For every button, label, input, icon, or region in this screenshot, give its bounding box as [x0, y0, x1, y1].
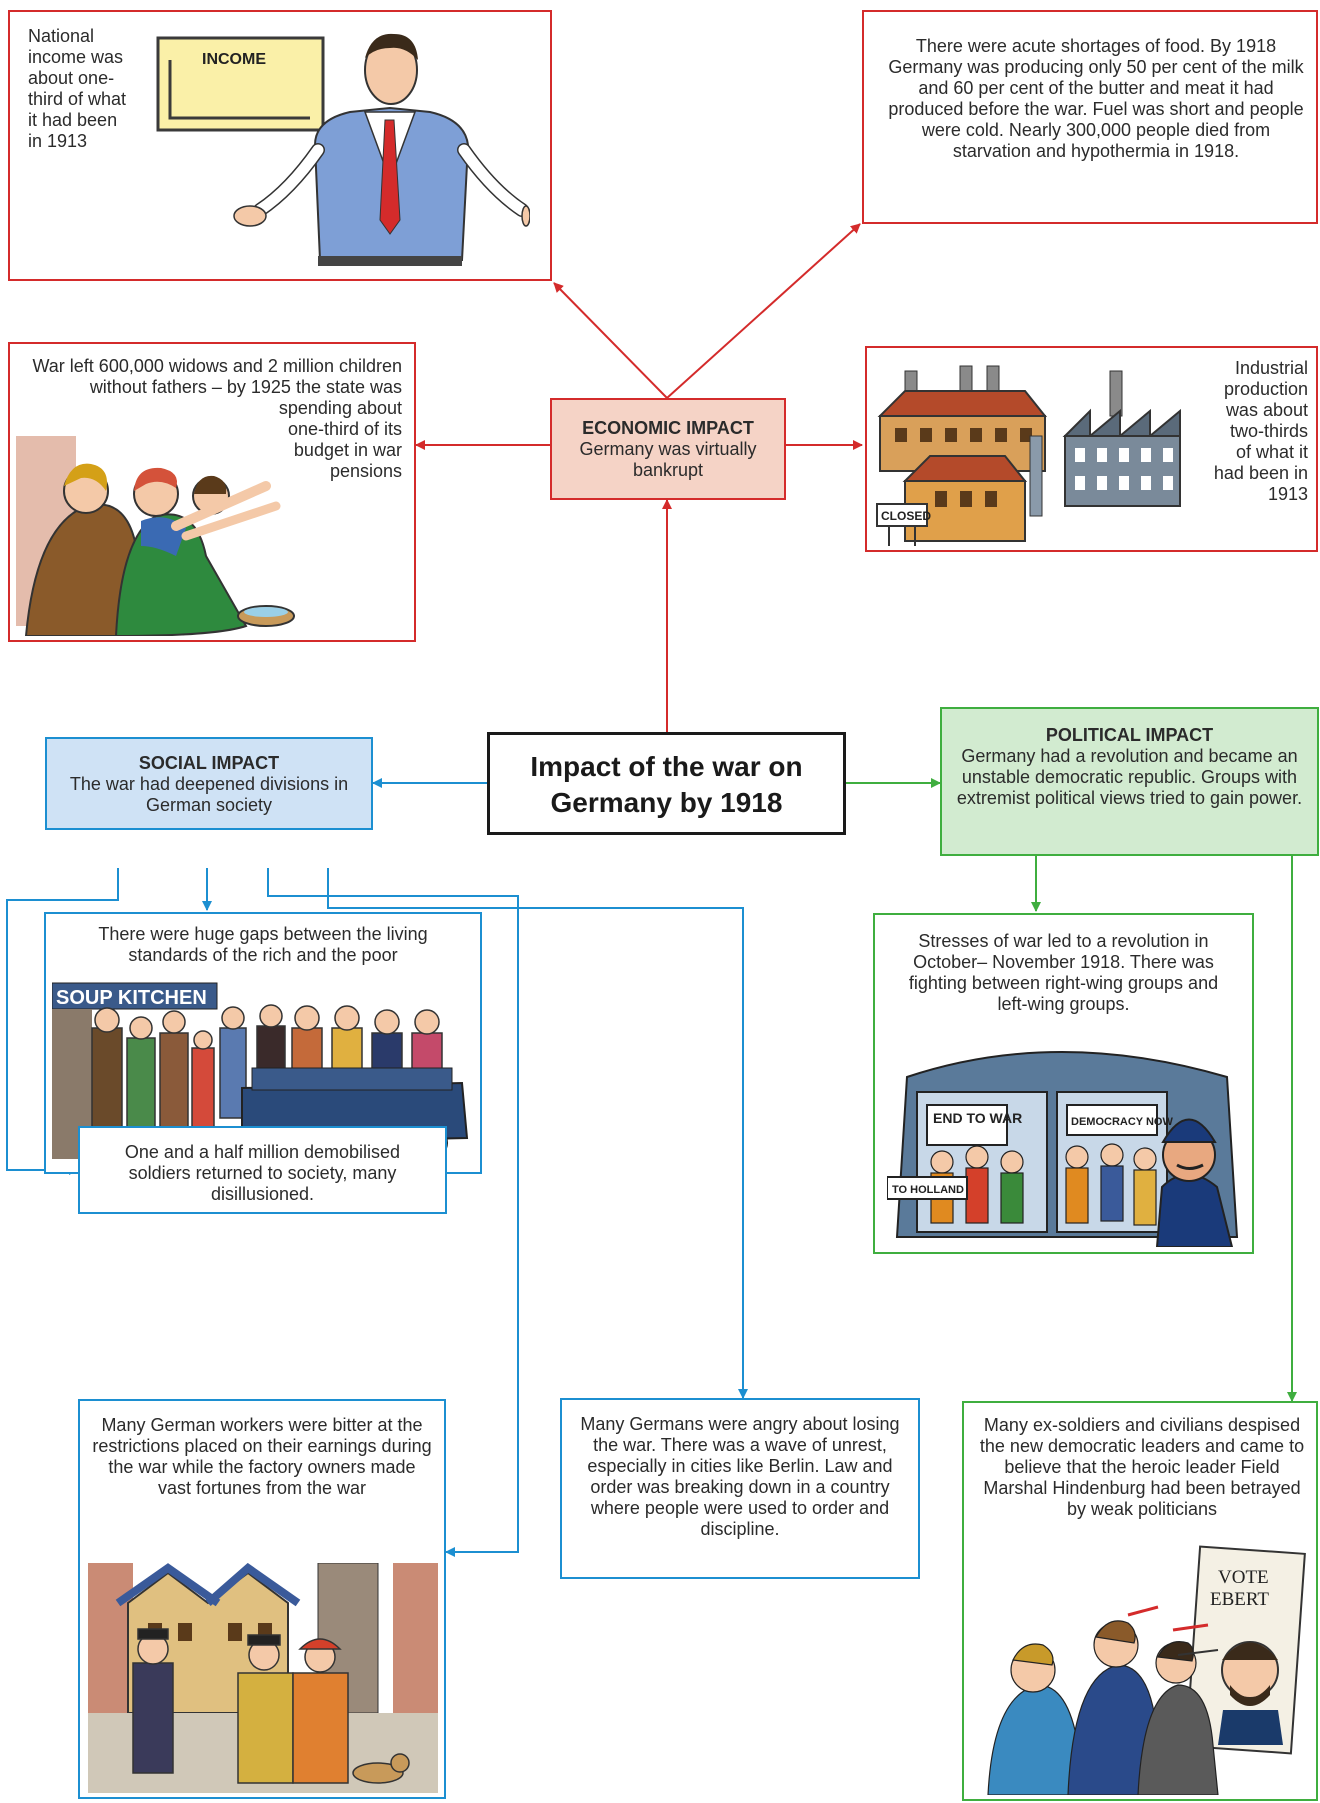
industry-box: Industrial production was about two-thir… [865, 346, 1318, 552]
revolution-box: Stresses of war led to a revolution in O… [873, 913, 1254, 1254]
widows-box: War left 600,000 widows and 2 million ch… [8, 342, 416, 642]
social-impact-header: SOCIAL IMPACT [138, 753, 280, 773]
food-shortage-text: There were acute shortages of food. By 1… [888, 36, 1304, 161]
arrow-economic-to-income [553, 282, 668, 399]
democracy-now-sign-text: DEMOCRACY NOW [1071, 1116, 1173, 1128]
vote-sign-text: VOTE [1218, 1567, 1269, 1588]
closed-sign-text: CLOSED [881, 509, 931, 523]
economic-impact-box: ECONOMIC IMPACT Germany was virtually ba… [550, 398, 786, 500]
betrayed-text: Many ex-soldiers and civilians despised … [979, 1415, 1305, 1519]
income-sign-text: INCOME [202, 51, 266, 68]
food-shortage-box: There were acute shortages of food. By 1… [862, 10, 1318, 224]
social-impact-box: SOCIAL IMPACT The war had deepened divis… [45, 737, 373, 830]
factories-illustration: CLOSED [876, 365, 1181, 546]
living-standards-text: There were huge gaps between the living … [98, 924, 428, 965]
soup-kitchen-sign-text: SOUP KITCHEN [56, 987, 207, 1009]
revolution-text: Stresses of war led to a revolution in O… [908, 931, 1219, 1014]
demobilised-soldiers-box: One and a half million demobilised soldi… [78, 1126, 447, 1214]
factory-owners-illustration [88, 1563, 438, 1793]
widows-text-top: War left 600,000 widows and 2 million ch… [32, 356, 402, 418]
arrow-social-to-workers [267, 868, 519, 1557]
arrow-social-to-angry [327, 868, 748, 1399]
political-impact-text: POLITICAL IMPACT Germany had a revolutio… [954, 725, 1305, 809]
end-to-war-sign-text: END TO WAR [933, 1110, 1022, 1126]
income-man-illustration: INCOME [156, 33, 530, 266]
widows-text-side: one-third of its budget in war pensions [287, 419, 402, 481]
income-box: National income was about one-third of w… [8, 10, 552, 281]
social-impact-text: SOCIAL IMPACT The war had deepened divis… [57, 753, 361, 816]
political-impact-box: POLITICAL IMPACT Germany had a revolutio… [940, 707, 1319, 856]
industry-text: Industrial production was about two-thir… [1213, 358, 1308, 504]
arrow-economic-to-food [666, 223, 861, 399]
political-impact-header: POLITICAL IMPACT [1045, 725, 1214, 745]
revolution-illustration: END TO WAR DEMOCRACY NOW TO HOLLAND [887, 1051, 1239, 1247]
betrayed-box: Many ex-soldiers and civilians despised … [962, 1401, 1318, 1801]
workers-box: Many German workers were bitter at the r… [78, 1399, 446, 1799]
workers-text: Many German workers were bitter at the r… [92, 1415, 432, 1498]
economic-impact-header: ECONOMIC IMPACT [582, 418, 754, 438]
economic-impact-text: ECONOMIC IMPACT Germany was virtually ba… [562, 418, 774, 481]
political-impact-body: Germany had a revolution and became an u… [956, 746, 1303, 808]
vote-ebert-illustration: VOTE EBERT [987, 1545, 1306, 1795]
social-impact-body: The war had deepened divisions in German… [69, 774, 349, 815]
ebert-sign-text: EBERT [1210, 1589, 1269, 1610]
to-holland-sign-text: TO HOLLAND [892, 1184, 964, 1196]
arrow-social-to-soldiers [6, 868, 119, 1175]
center-box: Impact of the war on Germany by 1918 [487, 732, 846, 835]
demobilised-soldiers-text: One and a half million demobilised soldi… [124, 1142, 401, 1204]
center-title: Impact of the war on Germany by 1918 [530, 751, 803, 818]
economic-impact-body: Germany was virtually bankrupt [579, 439, 757, 480]
angry-germans-box: Many Germans were angry about losing the… [560, 1398, 920, 1579]
widows-beggars-illustration [16, 436, 295, 636]
angry-germans-text: Many Germans were angry about losing the… [580, 1414, 900, 1539]
income-text: National income was about one-third of w… [28, 26, 127, 151]
